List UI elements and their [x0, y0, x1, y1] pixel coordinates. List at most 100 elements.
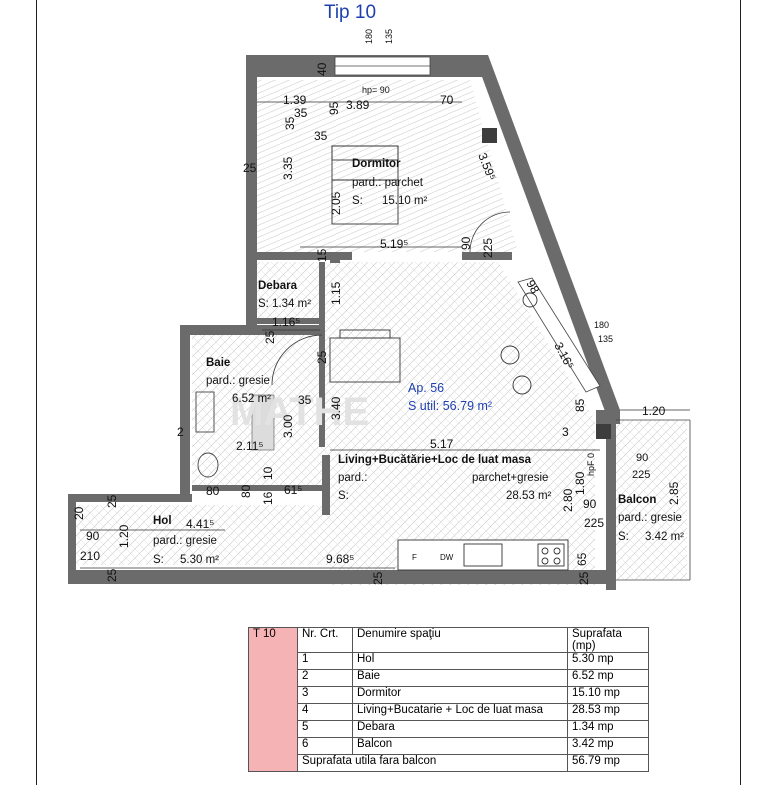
dining-area [329, 292, 538, 395]
closet-floor [257, 262, 319, 322]
dim-label: 3.40 [329, 396, 343, 420]
floor-plan: MATHE Dormitor pard.: parchet S: 15.10 m… [68, 29, 691, 590]
dim-label: 35 [314, 129, 328, 143]
dimension-lines [80, 101, 690, 569]
dim-label: 80 [206, 484, 220, 498]
room-area-label-dormitor: S: [352, 195, 363, 207]
room-name-living: Living+Bucătărie+Loc de luat masa [338, 454, 532, 466]
dim-label: 1.15 [329, 281, 343, 305]
dim-label: 1.39 [283, 93, 307, 107]
row-nr: 5 [297, 720, 353, 738]
row-nr: 1 [297, 652, 353, 670]
row-nr: 3 [297, 686, 353, 704]
balcony-railing [616, 419, 691, 581]
room-area-baie: 6.52 m² [232, 393, 271, 405]
room-area-hol: 5.30 m² [180, 554, 219, 566]
dim-label: 180 [364, 29, 374, 44]
room-floor-dormitor: pard.: parchet [352, 177, 424, 189]
dim-label: 90 [583, 497, 597, 511]
row-name: Hol [352, 652, 568, 670]
dim-label: 225 [632, 469, 650, 481]
watermark: MATHE [230, 390, 369, 434]
dim-label: 90 [86, 529, 100, 543]
table-row: 6 Balcon 3.42 mp [249, 737, 649, 755]
dim-label: 2.11⁵ [236, 439, 263, 453]
dim-label: 25 [315, 350, 329, 364]
row-name: Debara [352, 720, 568, 738]
row-area: 28.53 mp [567, 703, 649, 721]
header-nr: Nr. Crt. [297, 627, 353, 653]
hatched-wall [251, 394, 275, 451]
dim-label: 95 [327, 101, 341, 115]
row-area: 6.52 mp [567, 669, 649, 687]
table-total-row: Suprafata utila fara balcon 56.79 mp [249, 754, 649, 772]
plan-title: Tip 10 [323, 2, 377, 23]
dim-label: 25 [371, 571, 385, 585]
apartment-label: Ap. 56 [408, 381, 444, 395]
dim-label: 61⁵ [284, 483, 302, 497]
room-area-dormitor: 15.10 m² [382, 195, 428, 207]
fridge-label: F [412, 553, 417, 562]
dim-label: 1.20 [117, 524, 131, 548]
dim-label: 3.89 [346, 98, 370, 112]
table-code: T 10 [248, 627, 298, 772]
area-table: T 10 Nr. Crt. Denumire spaţiu Suprafata … [248, 627, 649, 772]
table-row: 4 Living+Bucatarie + Loc de luat masa 28… [249, 703, 649, 721]
room-name-baie: Baie [206, 357, 230, 369]
row-nr: 4 [297, 703, 353, 721]
bed [331, 145, 399, 225]
total-area: 56.79 mp [567, 754, 649, 772]
living-floor [322, 262, 595, 585]
row-area: 15.10 mp [567, 686, 649, 704]
dim-label: 15 [315, 248, 329, 262]
header-area: Suprafata (mp) [567, 627, 649, 653]
room-name-hol: Hol [153, 515, 172, 527]
dim-label: 16 [261, 491, 275, 505]
dim-label: 135 [598, 334, 613, 344]
total-label: Suprafata utila fara balcon [297, 754, 568, 772]
row-name: Baie [352, 669, 568, 687]
dim-label: 2.05 [329, 191, 343, 215]
dim-label: 9.68⁵ [326, 552, 354, 566]
dim-label: 90 [636, 452, 648, 464]
room-area-label-living: S: [338, 490, 349, 502]
room-labels: Dormitor pard.: parchet S: 15.10 m² Deba… [153, 158, 684, 566]
room-area-label-balcon: S: [618, 531, 629, 543]
dim-label: 70 [440, 93, 454, 107]
dim-label: 1.16⁵ [272, 315, 300, 329]
dim-label: 180 [594, 320, 609, 330]
dishwasher-label: DW [440, 553, 454, 562]
dim-label: 3.00 [281, 414, 295, 438]
dim-label: 5.17 [430, 437, 454, 451]
column [596, 424, 611, 439]
dim-label: 10 [261, 466, 275, 480]
dim-label: 35 [283, 116, 297, 130]
row-area: 1.34 mp [567, 720, 649, 738]
room-area-living: 28.53 m² [506, 490, 552, 502]
room-name-dormitor: Dormitor [352, 158, 401, 170]
row-area: 3.42 mp [567, 737, 649, 755]
kitchen-counter [397, 539, 569, 571]
apartment-area: S util: 56.79 m² [408, 399, 492, 413]
room-floor-baie: pard.: gresie [206, 375, 270, 387]
dim-label: 35 [298, 393, 312, 407]
dim-label: hpF 0 [586, 453, 596, 476]
row-area: 5.30 mp [567, 652, 649, 670]
dim-label: 80 [239, 484, 253, 498]
dim-label: 3 [562, 425, 569, 439]
balcony-floor [612, 420, 687, 580]
room-name-balcon: Balcon [618, 494, 656, 506]
column [482, 128, 497, 143]
header-name: Denumire spaţiu [352, 627, 568, 653]
dim-label: hp= 90 [362, 85, 390, 95]
room-floor-living: pard.: [338, 472, 367, 484]
dim-label: 135 [384, 29, 394, 44]
dim-label: 2.85 [667, 481, 681, 505]
room-area-label-hol: S: [153, 554, 164, 566]
dim-label: 25 [105, 568, 119, 582]
room-floor-value-living: parchet+gresie [472, 472, 548, 484]
row-name: Living+Bucatarie + Loc de luat masa [352, 703, 568, 721]
door-swing [469, 211, 511, 253]
row-name: Balcon [352, 737, 568, 755]
